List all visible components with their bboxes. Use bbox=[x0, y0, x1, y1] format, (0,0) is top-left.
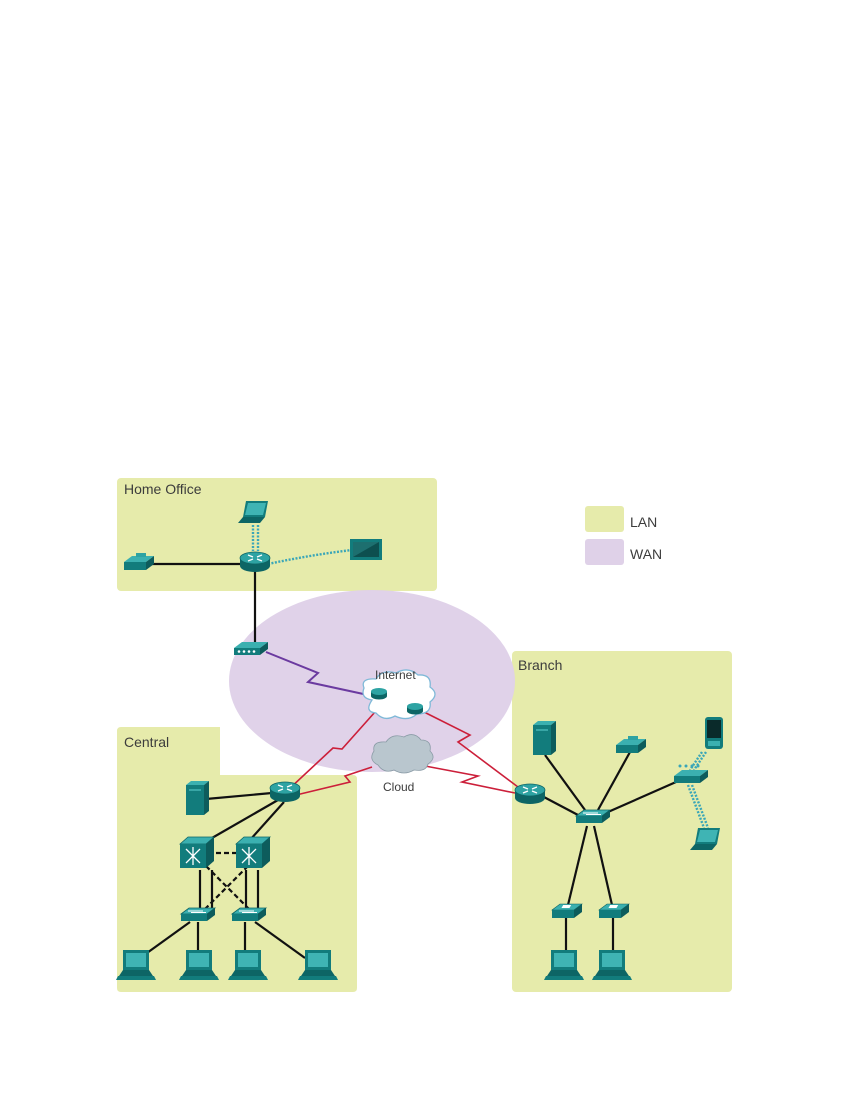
internet-label: Internet bbox=[375, 668, 416, 682]
central-multilayer-switch-1-icon[interactable] bbox=[179, 836, 215, 869]
redundant-links bbox=[203, 851, 251, 911]
central-router-icon[interactable] bbox=[269, 781, 301, 803]
dsl-link bbox=[265, 651, 369, 696]
home-wireless-router-icon[interactable] bbox=[239, 551, 271, 573]
wireless-links bbox=[251, 525, 710, 829]
cloud-icon bbox=[371, 734, 434, 774]
branch-server-icon[interactable] bbox=[532, 720, 557, 756]
legend-lan-swatch bbox=[585, 506, 624, 532]
branch-router-icon[interactable] bbox=[514, 783, 546, 805]
home-office-zone bbox=[117, 478, 437, 591]
central-multilayer-switch-2-icon[interactable] bbox=[235, 836, 271, 869]
central-server-icon[interactable] bbox=[185, 780, 210, 816]
legend-lan-label: LAN bbox=[630, 514, 657, 530]
branch-zone bbox=[512, 651, 732, 992]
legend-wan-swatch bbox=[585, 539, 624, 565]
branch-label: Branch bbox=[518, 657, 562, 673]
home-tablet-icon[interactable] bbox=[350, 539, 382, 560]
internet-cloud-icon bbox=[362, 669, 436, 720]
branch-pda-icon[interactable] bbox=[705, 717, 723, 749]
ethernet-links bbox=[139, 562, 677, 959]
home-office-label: Home Office bbox=[124, 481, 202, 497]
legend-wan-label: WAN bbox=[630, 546, 662, 562]
legend: LAN WAN bbox=[585, 506, 662, 565]
cloud-label: Cloud bbox=[383, 780, 414, 794]
central-label: Central bbox=[124, 734, 169, 750]
